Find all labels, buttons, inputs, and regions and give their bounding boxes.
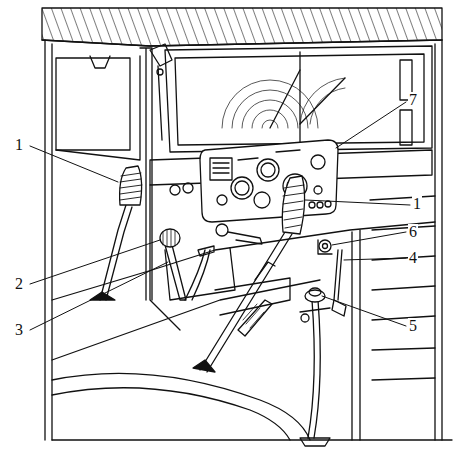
callout-number: 1 [14,137,24,153]
callout-number: 2 [14,276,24,292]
callout-number: 4 [408,250,418,266]
callout-number: 6 [408,224,418,240]
callout-number: 7 [408,92,418,108]
callout-number: 3 [14,322,24,338]
callout-number: 1 [412,196,422,212]
callout-number: 5 [408,318,418,334]
